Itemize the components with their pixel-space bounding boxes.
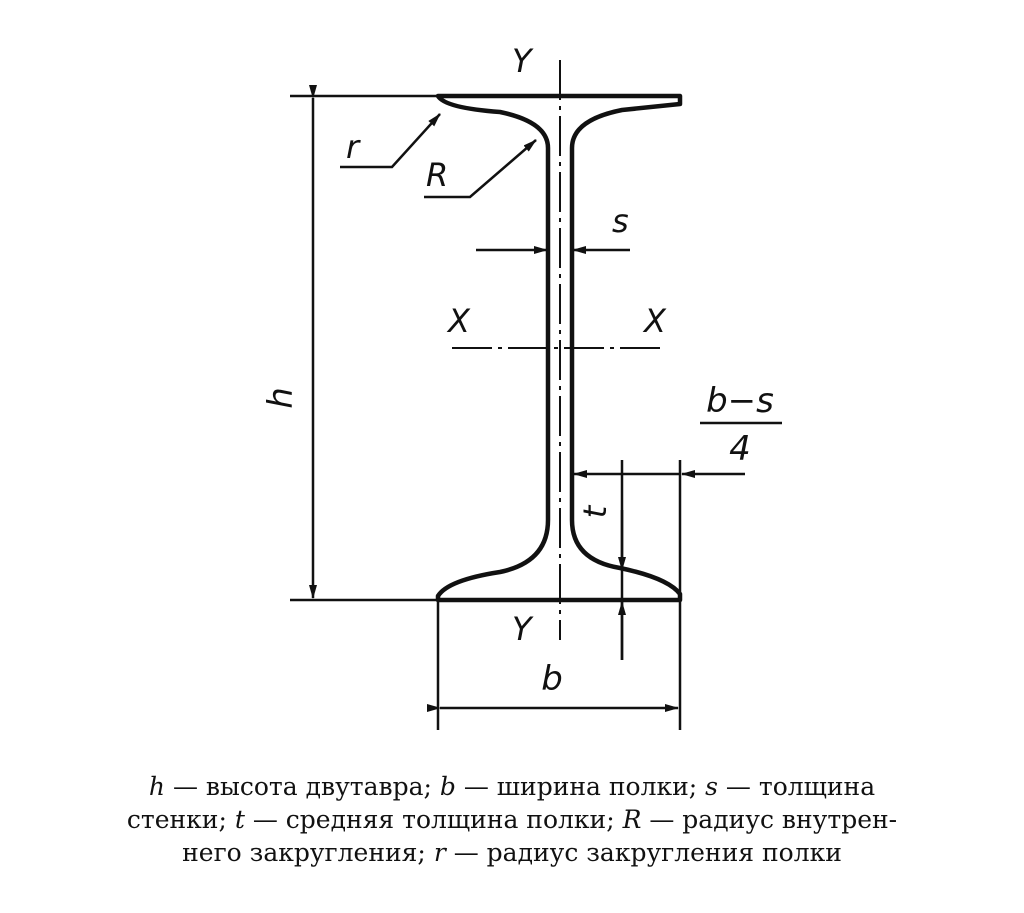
fraction-numerator: b−s: [706, 381, 774, 421]
R-label: R: [426, 156, 448, 194]
i-beam-diagram: h Y Y X X r R s b−s 4 t b: [261, 42, 782, 730]
i-beam-profile: [435, 93, 683, 603]
x-axis-right-label: X: [642, 302, 667, 340]
caption-sym: R: [622, 805, 642, 834]
r-label: r: [346, 128, 361, 166]
legend-caption: h — высота двутавра; b — ширина полки; s…: [40, 770, 984, 869]
caption-line-3: него закругления; r — радиус закругления…: [40, 836, 984, 869]
y-axis-top-label: Y: [512, 42, 534, 80]
h-label: h: [261, 387, 301, 409]
caption-text: — толщина: [717, 772, 876, 801]
r-leader-line: [340, 113, 441, 169]
fraction-denominator: 4: [729, 429, 751, 469]
caption-text: него закругления;: [182, 838, 434, 867]
caption-text: — ширина полки;: [455, 772, 706, 801]
s-label: s: [612, 202, 629, 240]
caption-sym: h: [148, 772, 165, 801]
caption-text: — радиус внутрен-: [641, 805, 898, 834]
x-axis-left-label: X: [446, 302, 471, 340]
caption-text: — высота двутавра;: [165, 772, 440, 801]
caption-sym: t: [234, 805, 245, 834]
b-label: b: [541, 659, 563, 699]
caption-text: стенки;: [126, 805, 235, 834]
caption-line-2: стенки; t — средняя толщина полки; R — р…: [40, 803, 984, 836]
caption-line-1: h — высота двутавра; b — ширина полки; s…: [40, 770, 984, 803]
caption-sym: s: [705, 772, 718, 801]
caption-sym: b: [439, 772, 456, 801]
caption-text: — радиус закругления полки: [445, 838, 842, 867]
t-label: t: [576, 504, 614, 518]
R-leader-line: [424, 139, 537, 199]
caption-sym: r: [433, 838, 446, 867]
caption-text: — средняя толщина полки;: [244, 805, 623, 834]
y-axis-bottom-label: Y: [512, 610, 534, 648]
